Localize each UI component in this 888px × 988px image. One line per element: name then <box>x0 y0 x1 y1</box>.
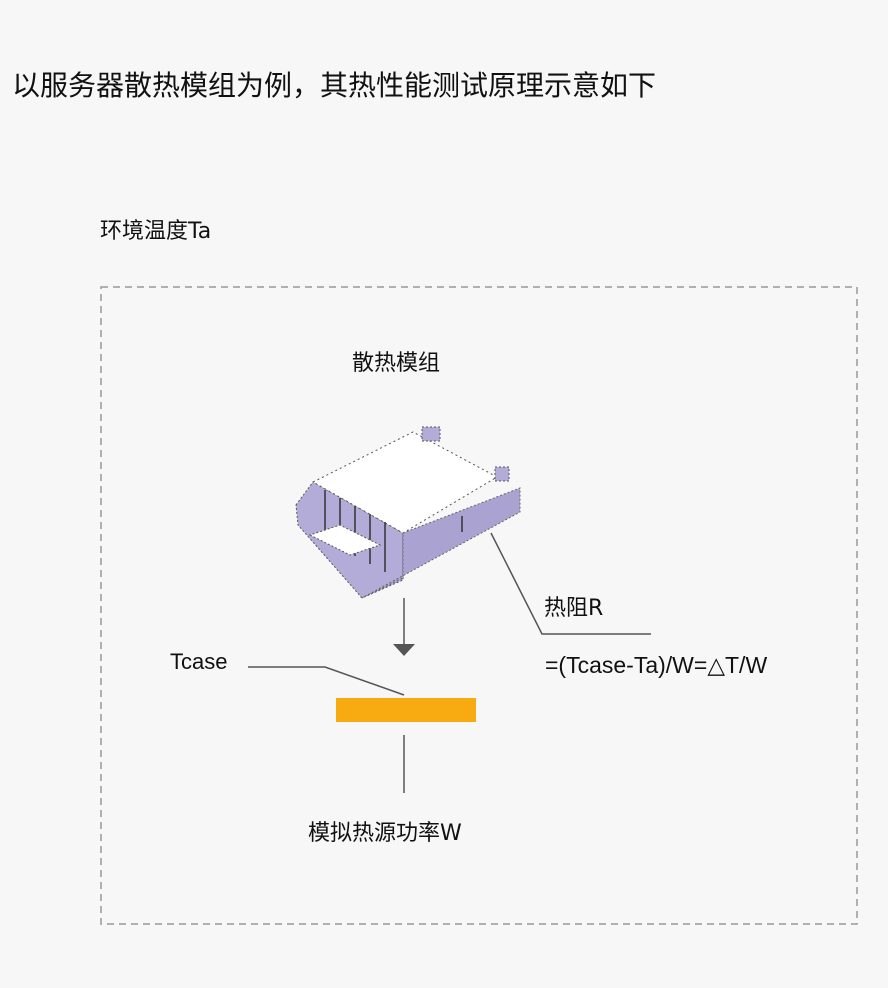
heat-source-power-label: 模拟热源功率W <box>308 821 462 846</box>
module-label: 散热模组 <box>352 351 441 376</box>
heat-source-block <box>336 698 476 722</box>
thermal-resistance-formula: =(Tcase-Ta)/W=△T/W <box>545 652 768 678</box>
heatsink-module-image <box>295 426 521 599</box>
arrow-head-icon <box>393 644 415 656</box>
ambient-temperature-label: 环境温度Ta <box>100 219 212 244</box>
page-title: 以服务器散热模组为例，其热性能测试原理示意如下 <box>12 69 657 102</box>
tcase-leader-line <box>248 666 405 696</box>
resistance-leader-line <box>490 532 651 635</box>
thermal-resistance-label: 热阻R <box>544 596 604 621</box>
environment-boundary <box>100 286 858 925</box>
tcase-label: Tcase <box>170 649 228 674</box>
